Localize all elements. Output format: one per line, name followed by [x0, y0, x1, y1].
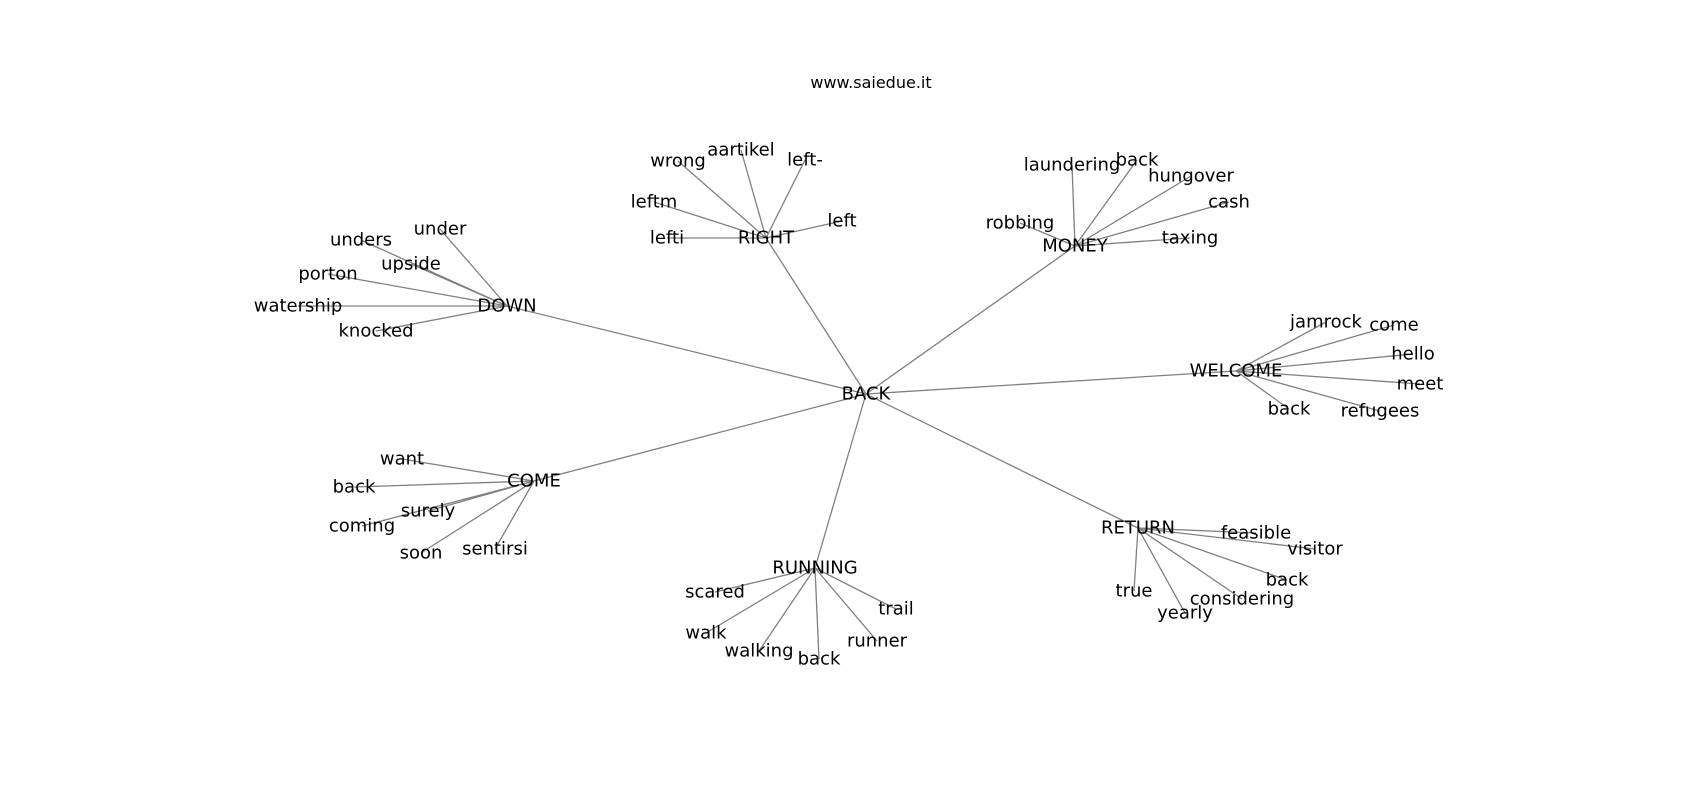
watermark-text: www.saiedue.it	[810, 73, 931, 92]
edge-welcome-refugees	[1235, 370, 1381, 412]
node-leaf-right-left: left-	[787, 150, 823, 171]
node-leaf-welcome-refugees: refugees	[1341, 401, 1420, 422]
edge-welcome-meet	[1235, 370, 1421, 385]
node-leaf-money-back: back	[1116, 150, 1159, 171]
node-leaf-right-leftm: leftm	[631, 192, 678, 213]
edge-come-soon	[420, 480, 535, 554]
node-root-back: BACK	[842, 384, 892, 405]
node-leaf-right-lefti: lefti	[650, 228, 684, 249]
node-leaf-down-watership: watership	[254, 296, 343, 317]
edge-money-back	[1074, 159, 1138, 247]
edge-money-laundering	[1071, 164, 1076, 247]
node-leaf-come-back: back	[333, 477, 376, 498]
node-leaf-money-hungover: hungover	[1148, 166, 1234, 187]
edge-return-yearly	[1137, 527, 1186, 614]
edge-right-left	[765, 220, 843, 239]
edge-back-return	[865, 393, 1139, 529]
node-leaf-return-visitor: visitor	[1287, 539, 1343, 560]
edge-return-feasible	[1137, 527, 1257, 534]
edge-down-knocked	[375, 305, 508, 332]
edge-right-left	[765, 159, 806, 239]
edge-return-true	[1133, 527, 1139, 592]
edge-welcome-jamrock	[1235, 321, 1327, 372]
node-leaf-return-true: true	[1116, 581, 1153, 602]
node-leaf-money-taxing: taxing	[1162, 228, 1219, 249]
node-leaf-down-knocked: knocked	[338, 321, 413, 342]
edges-layer	[298, 149, 1421, 660]
node-leaf-running-walk: walk	[685, 623, 727, 644]
edge-down-upside	[410, 263, 508, 307]
node-leaf-running-back: back	[798, 649, 841, 670]
node-leaf-come-surely: surely	[401, 501, 456, 522]
edge-back-running	[814, 393, 867, 569]
edge-come-back	[353, 480, 535, 488]
node-leaf-welcome-hello: hello	[1391, 344, 1435, 365]
edge-right-leftm	[653, 201, 767, 239]
node-leaf-welcome-back: back	[1268, 399, 1311, 420]
node-leaf-money-robbing: robbing	[986, 213, 1055, 234]
edge-running-walking	[758, 567, 816, 652]
node-hub-down: DOWN	[477, 296, 536, 317]
node-leaf-welcome-jamrock: jamrock	[1289, 312, 1362, 333]
edge-back-come	[533, 393, 867, 482]
node-leaf-down-unders: unders	[330, 230, 392, 251]
edge-money-taxing	[1074, 237, 1191, 247]
node-leaf-running-scared: scared	[685, 582, 745, 603]
edge-back-down	[506, 305, 867, 395]
edge-money-cash	[1074, 201, 1230, 247]
node-leaf-return-considering: considering	[1190, 589, 1294, 610]
edge-return-visitor	[1137, 527, 1316, 550]
node-hub-money: MONEY	[1042, 236, 1109, 257]
node-leaf-down-porton: porton	[298, 264, 357, 285]
edge-return-back	[1137, 527, 1288, 581]
edge-come-coming	[361, 480, 535, 527]
node-leaf-come-sentirsi: sentirsi	[462, 539, 528, 560]
edge-down-porton	[327, 273, 508, 307]
node-leaf-money-laundering: laundering	[1024, 155, 1121, 176]
node-leaf-running-walking: walking	[724, 641, 793, 662]
edge-back-welcome	[865, 370, 1237, 395]
node-leaf-come-want: want	[380, 449, 424, 470]
edge-down-under	[439, 228, 508, 307]
node-leaf-return-feasible: feasible	[1221, 523, 1291, 544]
node-leaf-running-runner: runner	[847, 631, 908, 652]
node-hub-running: RUNNING	[772, 558, 857, 579]
edge-running-back	[814, 567, 820, 660]
edge-right-aartikel	[740, 149, 767, 239]
edge-money-robbing	[1019, 222, 1076, 247]
node-leaf-come-soon: soon	[400, 543, 443, 564]
node-hub-return: RETURN	[1101, 518, 1175, 539]
edge-return-considering	[1137, 527, 1243, 600]
edge-come-want	[401, 458, 535, 482]
node-leaf-right-wrong: wrong	[650, 151, 706, 172]
edge-running-trail	[814, 567, 897, 610]
edge-money-hungover	[1074, 175, 1192, 247]
node-leaf-money-cash: cash	[1208, 192, 1250, 213]
node-leaf-down-under: under	[414, 219, 467, 240]
edge-running-walk	[705, 567, 816, 634]
edge-welcome-back	[1235, 370, 1290, 410]
node-leaf-down-upside: upside	[381, 254, 441, 275]
edge-welcome-hello	[1235, 353, 1414, 372]
edge-back-right	[765, 237, 867, 395]
node-leaf-come-coming: coming	[329, 516, 395, 537]
edge-come-sentirsi	[494, 480, 535, 550]
node-leaf-running-trail: trail	[878, 599, 914, 620]
edge-welcome-come	[1235, 324, 1395, 372]
edge-running-scared	[714, 567, 816, 593]
node-hub-come: COME	[507, 471, 561, 492]
node-leaf-right-aartikel: aartikel	[707, 140, 774, 161]
edge-right-wrong	[677, 160, 767, 239]
node-leaf-return-yearly: yearly	[1157, 603, 1213, 624]
node-hub-welcome: WELCOME	[1190, 361, 1283, 382]
edge-back-money	[865, 245, 1076, 395]
edge-running-runner	[814, 567, 878, 642]
node-leaf-right-left: left	[827, 211, 856, 232]
node-leaf-welcome-come: come	[1369, 315, 1419, 336]
node-leaf-return-back: back	[1266, 570, 1309, 591]
node-leaf-welcome-meet: meet	[1397, 374, 1444, 395]
node-hub-right: RIGHT	[738, 228, 795, 249]
